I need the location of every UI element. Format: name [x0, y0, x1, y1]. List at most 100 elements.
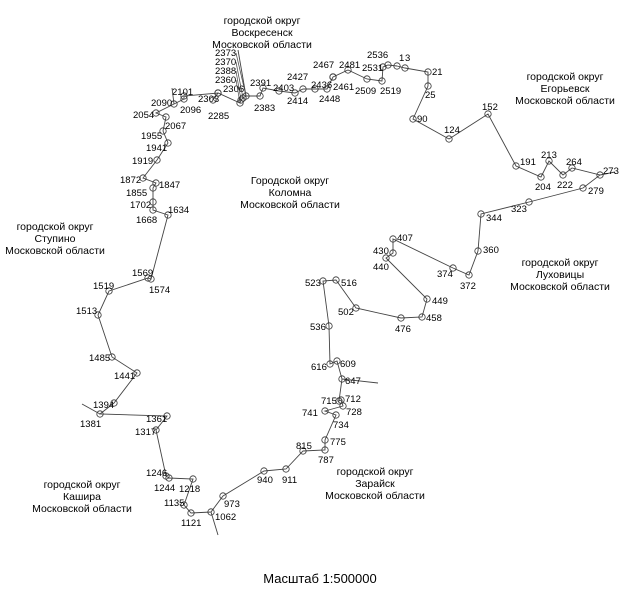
point-marker — [418, 313, 426, 321]
point-label: 2536 — [367, 50, 388, 61]
boundary-point-2531: 2531 — [362, 63, 387, 74]
point-marker — [163, 412, 171, 420]
point-marker — [180, 95, 188, 103]
region-type: городской округ — [16, 221, 94, 233]
point-marker — [325, 322, 333, 330]
boundary-point-2388: 2388 — [215, 66, 245, 104]
boundary-point-2054: 2054 — [133, 109, 160, 121]
point-label: 616 — [311, 362, 327, 373]
boundary-point-2383: 2383 — [254, 92, 275, 114]
point-marker — [299, 85, 307, 93]
point-label: 2427 — [287, 72, 308, 83]
point-marker — [299, 447, 307, 455]
point-marker — [259, 84, 267, 92]
point-label: 449 — [432, 296, 448, 307]
boundary-point-2414: 2414 — [287, 89, 308, 107]
point-marker — [378, 77, 386, 85]
region-oblast: Московской области — [212, 39, 312, 51]
boundary-point-152: 152 — [482, 102, 498, 118]
point-marker — [512, 162, 520, 170]
region-name: Кашира — [63, 491, 101, 503]
point-label: 191 — [520, 157, 536, 168]
point-label: 344 — [486, 213, 502, 224]
point-label: 2370 — [215, 57, 236, 68]
region-name: Коломна — [268, 187, 312, 199]
point-label: 973 — [224, 499, 240, 510]
point-marker — [332, 411, 340, 419]
point-label: 1317 — [135, 427, 156, 438]
point-label: 502 — [338, 307, 354, 318]
point-label: 1361 — [146, 414, 167, 425]
region-type: городской округ — [521, 257, 599, 269]
point-label: 2373 — [215, 48, 236, 59]
point-label: 1941 — [146, 143, 167, 154]
point-label: 1569 — [132, 268, 153, 279]
point-label: 1574 — [149, 285, 170, 296]
region-type: городской округ — [336, 466, 414, 478]
point-label: 2388 — [215, 66, 236, 77]
boundary-point-1394: 1394 — [93, 399, 118, 411]
boundary-point-2519: 2519 — [378, 77, 401, 97]
point-label: 476 — [395, 324, 411, 335]
point-marker — [379, 63, 387, 71]
point-marker — [384, 61, 392, 69]
boundary-point-2536: 2536 — [367, 50, 392, 69]
boundary-point-2306: 2306 — [214, 84, 244, 97]
region-oblast: Московской области — [510, 281, 610, 293]
point-marker — [537, 173, 545, 181]
boundary-point-2285: 2285 — [208, 96, 229, 122]
boundary-point-1441: 1441 — [114, 369, 141, 382]
point-label: 90 — [417, 114, 428, 125]
point-label: 1519 — [93, 281, 114, 292]
point-marker — [323, 85, 331, 93]
point-marker — [445, 135, 453, 143]
boundary-point-124: 124 — [444, 125, 460, 143]
point-marker — [397, 314, 405, 322]
point-label: 2306 — [223, 84, 244, 95]
point-marker — [180, 92, 188, 100]
boundary-point-1361: 1361 — [146, 412, 171, 425]
boundary-point-264: 264 — [566, 157, 582, 172]
region-oblast: Московской области — [325, 490, 425, 502]
point-marker — [110, 399, 118, 407]
boundary-point-2509: 2509 — [355, 75, 376, 97]
point-marker — [321, 446, 329, 454]
point-label: 204 — [535, 182, 551, 193]
point-marker — [162, 472, 170, 480]
point-label: 1244 — [154, 483, 175, 494]
point-label: 2481 — [339, 60, 360, 71]
boundary-point-609: 609 — [333, 357, 356, 370]
point-label: 2360 — [215, 75, 236, 86]
point-label: 712 — [345, 394, 361, 405]
point-label: 2101 — [172, 87, 193, 98]
boundary-point-1381: 1381 — [80, 410, 104, 430]
boundary-point-1847: 1847 — [152, 179, 180, 191]
boundary-point-728: 728 — [339, 402, 362, 418]
point-label: 911 — [282, 475, 297, 486]
point-marker — [214, 89, 222, 97]
point-label: 516 — [341, 278, 357, 289]
region-oblast: Московской области — [32, 503, 132, 515]
point-marker — [579, 184, 587, 192]
boundary-point-1634: 1634 — [164, 205, 189, 219]
boundary-point-2436: 2436 — [311, 80, 332, 93]
region-type: городской округ — [223, 15, 301, 27]
boundary-point-1062: 1062 — [207, 508, 236, 523]
point-marker — [545, 157, 553, 165]
boundary-point-1668: 1668 — [136, 206, 157, 226]
point-label: 2383 — [254, 103, 275, 114]
point-label: 374 — [437, 269, 453, 280]
region-name: Егорьевск — [540, 83, 590, 95]
boundary-point-2391: 2391 — [250, 78, 271, 92]
region-type: городской округ — [43, 479, 121, 491]
boundary-point-21: 21 — [424, 67, 443, 78]
boundary-point-323: 323 — [511, 198, 533, 215]
point-marker — [94, 311, 102, 319]
point-marker — [449, 264, 457, 272]
point-marker — [260, 467, 268, 475]
point-marker — [525, 198, 533, 206]
point-label: 2054 — [133, 110, 154, 121]
boundary-point-1872: 1872 — [120, 174, 147, 186]
point-label: 1394 — [93, 400, 114, 411]
point-label: 124 — [444, 125, 460, 136]
